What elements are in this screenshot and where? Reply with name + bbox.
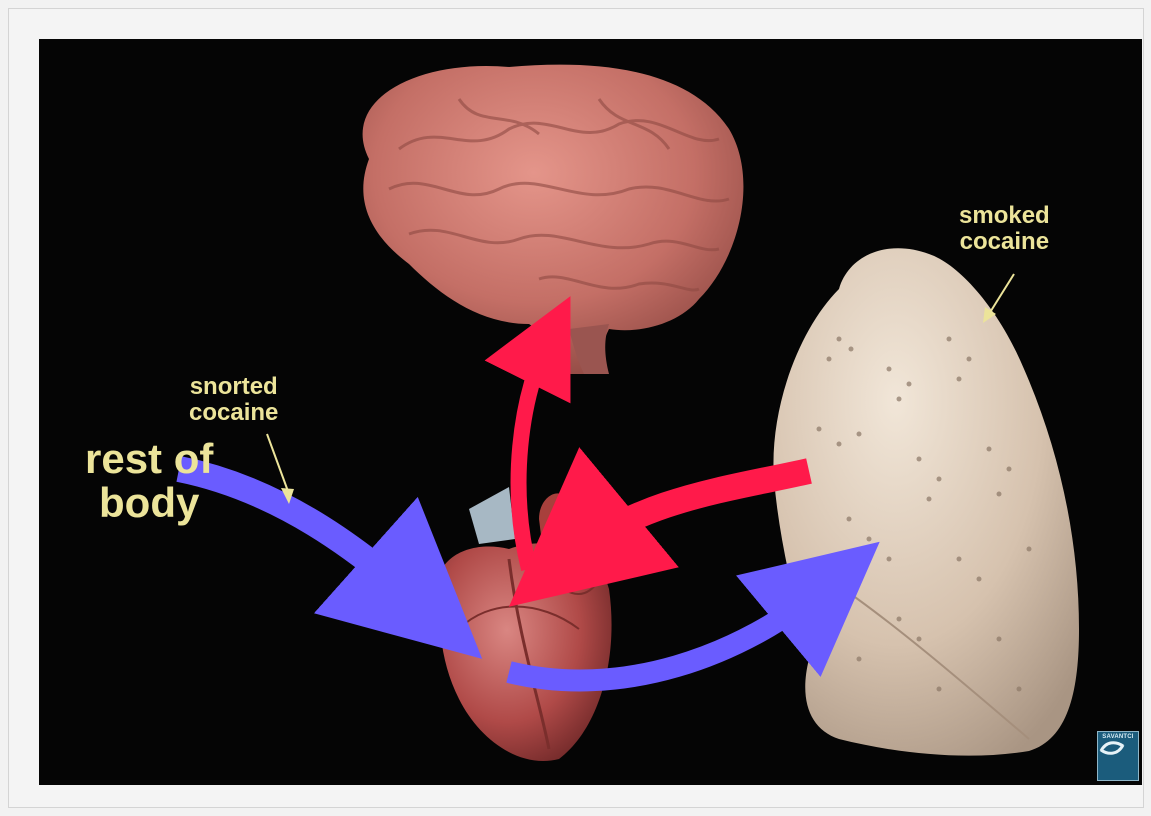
lung-image — [773, 248, 1079, 755]
smoked-cocaine-label: smoked cocaine — [959, 203, 1050, 255]
brain-image — [363, 65, 744, 374]
smoked-pointer-line — [989, 274, 1014, 314]
diagram-panel: smoked cocaine snorted cocaine rest of b… — [39, 39, 1142, 785]
savantci-logo-icon: SAVANTCI — [1097, 731, 1139, 781]
swoosh-icon — [1098, 737, 1126, 759]
snorted-cocaine-label: snorted cocaine — [189, 374, 278, 426]
body-to-heart-arrow — [179, 469, 424, 607]
lung-to-heart-arrow — [569, 471, 809, 557]
image-frame: smoked cocaine snorted cocaine rest of b… — [8, 8, 1144, 808]
snorted-pointer-line — [267, 434, 289, 494]
rest-of-body-label: rest of body — [85, 437, 213, 525]
